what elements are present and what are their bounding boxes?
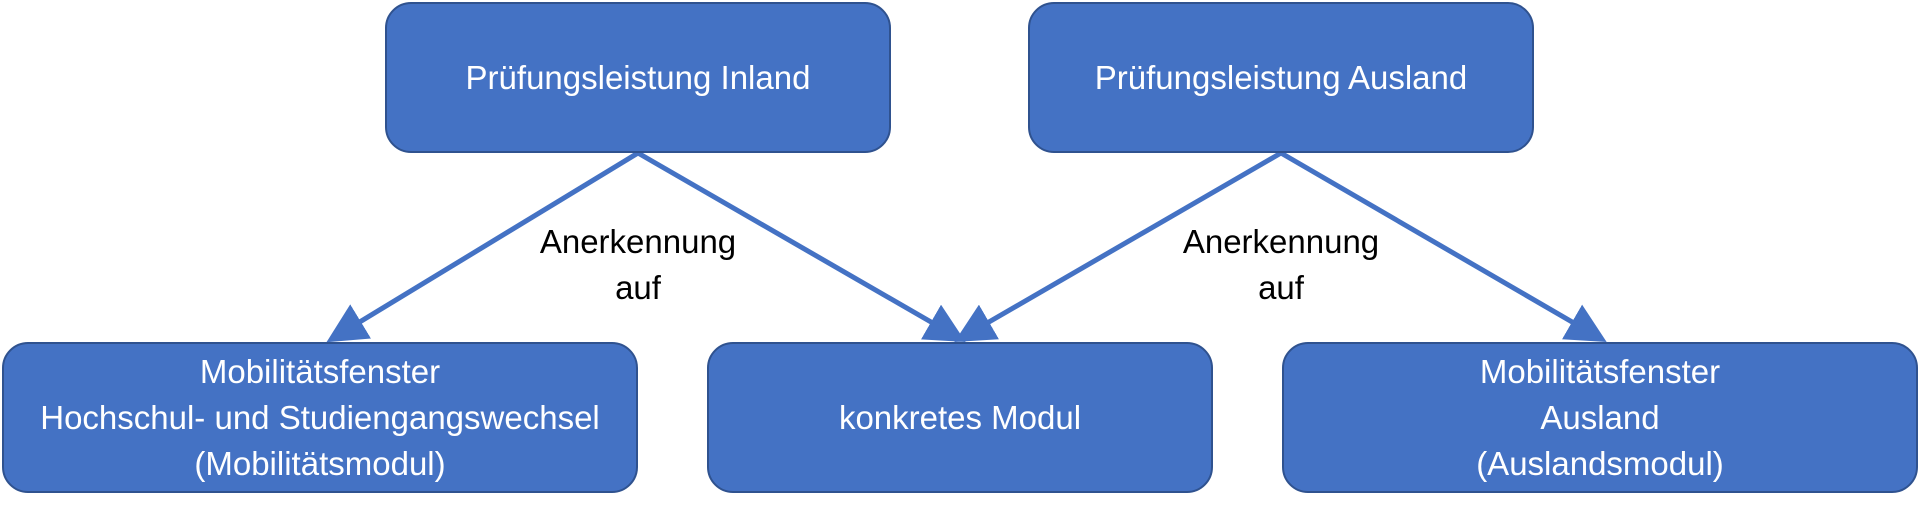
edge-label-line: auf (1258, 269, 1304, 306)
node-label: Prüfungsleistung Inland (465, 58, 811, 96)
node-label: Prüfungsleistung Ausland (1094, 58, 1468, 96)
arrow-inland-to-modul (636, 150, 966, 342)
edge-label-line: Anerkennung (539, 223, 737, 260)
node-label-line: (Mobilitätsmodul) (194, 444, 446, 482)
node-pruefungsleistung-inland: Prüfungsleistung Inland (385, 2, 891, 153)
node-pruefungsleistung-ausland: Prüfungsleistung Ausland (1028, 2, 1534, 153)
node-mobilitaetsfenster-ausland: Mobilitätsfenster Ausland (Auslandsmodul… (1282, 342, 1918, 493)
node-label-line: (Auslandsmodul) (1476, 444, 1724, 482)
node-konkretes-modul: konkretes Modul (707, 342, 1213, 493)
arrow-ausland-to-modul (954, 150, 1283, 343)
node-label-line: Ausland (1540, 398, 1660, 436)
edge-label-anerkennung-right: Anerkennung auf (1151, 219, 1411, 311)
node-label-line: Mobilitätsfenster (1479, 352, 1721, 390)
edge-label-line: Anerkennung (1182, 223, 1380, 260)
arrow-ausland-to-auslandsmodul (1279, 150, 1607, 343)
edge-label-line: auf (615, 269, 661, 306)
edge-label-anerkennung-left: Anerkennung auf (508, 219, 768, 311)
arrow-inland-to-mobilitaetsmodul (326, 150, 640, 343)
node-mobilitaetsfenster-hochschulwechsel: Mobilitätsfenster Hochschul- und Studien… (2, 342, 638, 493)
node-label-line: Hochschul- und Studiengangswechsel (40, 398, 600, 436)
node-label-line: Mobilitätsfenster (199, 352, 441, 390)
node-label: konkretes Modul (838, 398, 1082, 436)
